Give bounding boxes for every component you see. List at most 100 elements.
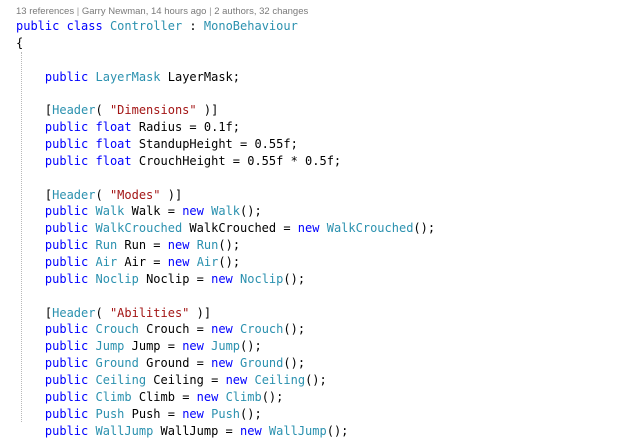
code-keyword: public [44, 221, 89, 236]
code-text: { [16, 35, 24, 50]
code-line[interactable]: ​ [16, 52, 435, 69]
code-line[interactable]: public float CrouchHeight = 0.55f * 0.5f… [16, 153, 435, 170]
code-type: Ground [240, 356, 284, 371]
indent-guide [21, 52, 22, 422]
code-text: ( [95, 187, 110, 202]
code-keyword: public [44, 271, 89, 286]
code-text [16, 322, 45, 336]
code-line[interactable]: public Push Push = new Push(); [16, 406, 435, 423]
code-keyword: new [167, 255, 190, 270]
code-keyword: public [44, 373, 89, 388]
code-type: Header [52, 305, 96, 320]
code-line[interactable]: ​ [16, 288, 435, 305]
code-line[interactable]: public Ground Ground = new Ground(); [16, 355, 435, 372]
code-line[interactable]: public WalkCrouched WalkCrouched = new W… [16, 220, 435, 237]
code-string: "Abilities" [109, 305, 190, 320]
code-line[interactable]: public float Radius = 0.1f; [16, 119, 435, 136]
code-type: Header [52, 103, 96, 118]
code-keyword: public [44, 255, 89, 270]
code-type: Push [211, 406, 241, 421]
code-text: )] [160, 187, 183, 202]
code-line[interactable]: public WallJump WallJump = new WallJump(… [16, 423, 435, 439]
code-text: ( [95, 305, 110, 320]
code-keyword: public [44, 389, 89, 404]
code-type: Climb [95, 389, 132, 404]
code-text: (); [413, 221, 436, 236]
code-text [88, 272, 95, 286]
code-line[interactable]: public Walk Walk = new Walk(); [16, 203, 435, 220]
code-keyword: public [44, 120, 89, 135]
code-line[interactable]: public Crouch Crouch = new Crouch(); [16, 321, 435, 338]
code-type: Ceiling [254, 373, 306, 388]
code-type: Noclip [240, 271, 284, 286]
codelens-changes[interactable]: 2 authors, 32 changes [214, 6, 309, 17]
code-text [262, 424, 269, 438]
code-text [88, 238, 95, 252]
code-text: [ [16, 305, 53, 320]
code-text [16, 339, 45, 353]
code-type: Controller [109, 19, 183, 33]
code-text [16, 407, 45, 421]
code-text: LayerMask; [160, 69, 241, 84]
code-text [16, 137, 45, 151]
codelens: 13 references | Garry Newman, 14 hours a… [16, 6, 308, 18]
code-string: "Dimensions" [109, 103, 197, 118]
code-line[interactable]: [Header( "Abilities" )] [16, 305, 435, 322]
code-type: Climb [225, 389, 262, 404]
code-type: Crouch [95, 322, 139, 337]
code-type: Push [95, 406, 125, 421]
code-keyword: float [95, 137, 132, 152]
code-type: Walk [95, 204, 125, 219]
code-text [16, 238, 45, 252]
code-string: "Modes" [109, 187, 161, 202]
code-type: MonoBehaviour [203, 19, 298, 33]
code-type: WallJump [95, 423, 154, 438]
code-text [88, 407, 95, 421]
code-type: Walk [211, 204, 241, 219]
code-text [16, 373, 45, 387]
code-line[interactable]: public LayerMask LayerMask; [16, 69, 435, 86]
code-keyword: public [44, 406, 89, 421]
code-line[interactable]: public class Controller : MonoBehaviour [16, 18, 435, 35]
code-type: Noclip [95, 271, 139, 286]
code-text: (); [283, 356, 306, 371]
code-line[interactable]: public Noclip Noclip = new Noclip(); [16, 271, 435, 288]
code-line[interactable]: public Jump Jump = new Jump(); [16, 338, 435, 355]
code-keyword: new [167, 238, 190, 253]
code-type: Header [52, 187, 96, 202]
code-keyword: class [66, 19, 103, 33]
code-text [16, 356, 45, 370]
code-text [218, 390, 225, 404]
code-line[interactable]: public Climb Climb = new Climb(); [16, 389, 435, 406]
code-text [16, 390, 45, 404]
code-line[interactable]: ​ [16, 85, 435, 102]
code-line[interactable]: { [16, 35, 435, 52]
code-lines[interactable]: public class Controller : MonoBehaviour{… [16, 18, 435, 439]
code-text [88, 120, 95, 134]
code-keyword: public [44, 322, 89, 337]
code-type: Air [95, 255, 118, 270]
code-line[interactable]: public Air Air = new Air(); [16, 254, 435, 271]
code-type: WalkCrouched [95, 221, 183, 236]
code-keyword: new [297, 221, 320, 236]
codelens-author[interactable]: Garry Newman, 14 hours ago [81, 6, 207, 17]
code-type: WallJump [268, 423, 327, 438]
code-text: Push = [124, 406, 183, 421]
code-type: Run [196, 238, 219, 253]
code-line[interactable]: public Run Run = new Run(); [16, 237, 435, 254]
code-text [88, 255, 95, 269]
codelens-references[interactable]: 13 references [16, 6, 75, 17]
code-line[interactable]: public float StandupHeight = 0.55f; [16, 136, 435, 153]
code-keyword: new [211, 322, 233, 337]
code-line[interactable]: public Ceiling Ceiling = new Ceiling(); [16, 372, 435, 389]
code-line[interactable]: [Header( "Modes" )] [16, 187, 435, 204]
code-line[interactable]: ​ [16, 170, 435, 187]
code-text: WalkCrouched = [182, 221, 298, 236]
code-text [88, 154, 95, 168]
code-text [319, 221, 326, 235]
code-text [16, 272, 45, 286]
code-line[interactable]: [Header( "Dimensions" )] [16, 102, 435, 119]
code-text: Jump = [124, 339, 183, 354]
code-text [233, 356, 240, 370]
